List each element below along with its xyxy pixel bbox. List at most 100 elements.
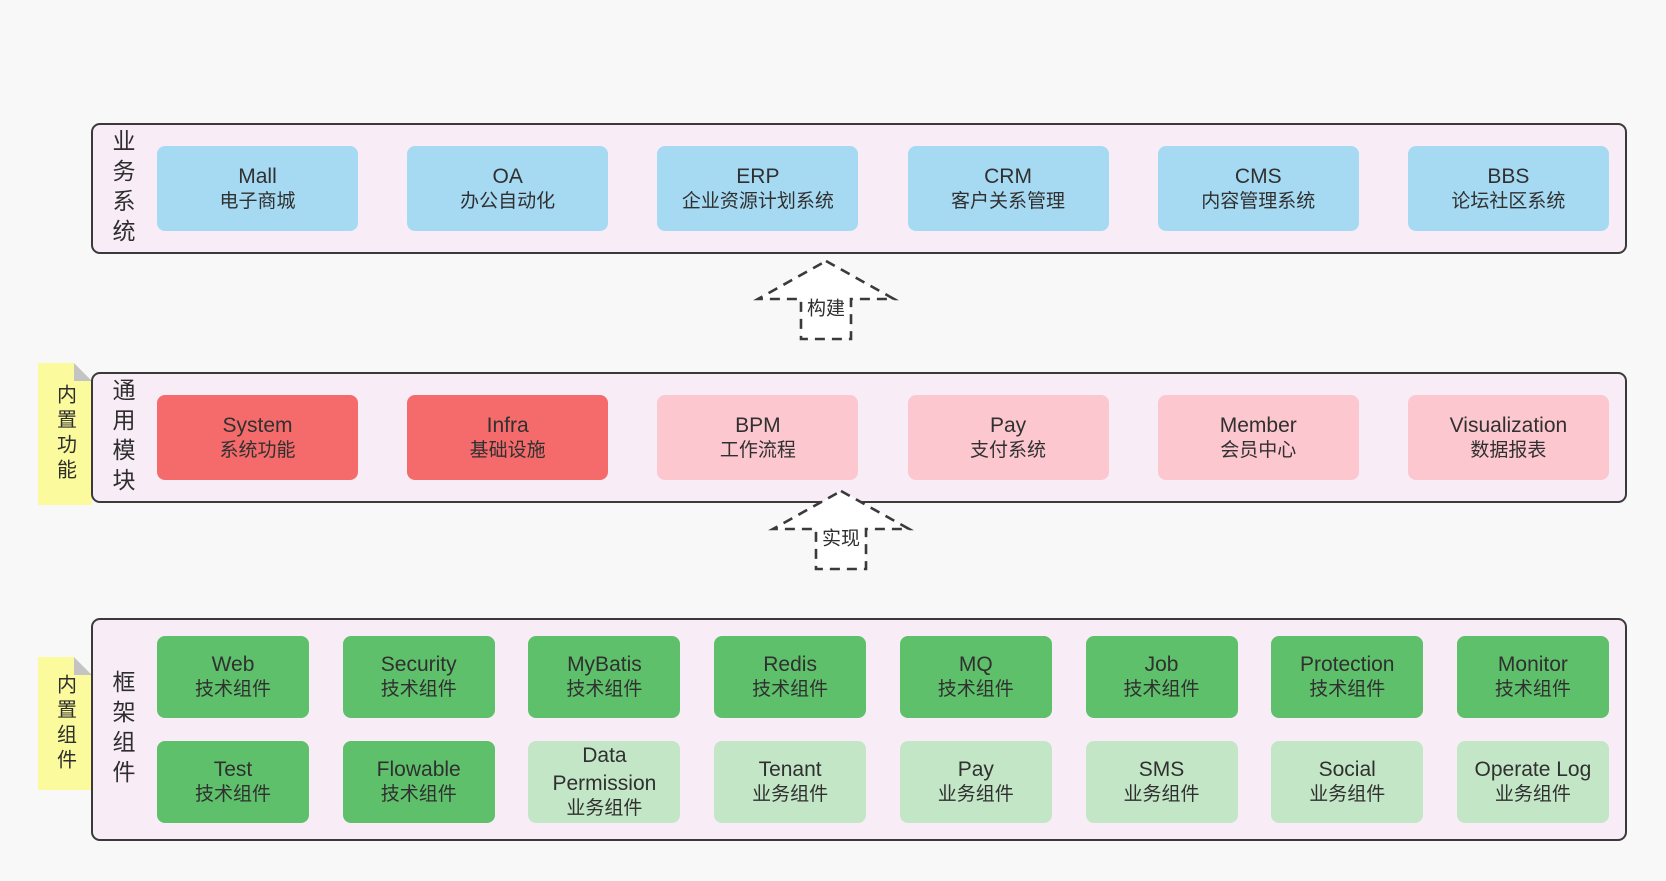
box-oa: OA 办公自动化 <box>407 146 609 231</box>
note-fold-corner <box>74 363 92 381</box>
common-modules-box-row: System 系统功能 Infra 基础设施 BPM 工作流程 Pay 支付系统… <box>151 374 1625 501</box>
box-title: System <box>222 413 293 437</box>
box-title: Infra <box>486 413 529 437</box>
builtin-features-note-label: 内置功能 <box>53 384 76 484</box>
box-monitor: Monitor 技术组件 <box>1456 636 1609 718</box>
box-title: MyBatis <box>567 653 642 676</box>
box-title: Redis <box>763 653 817 676</box>
box-flowable: Flowable 技术组件 <box>342 741 495 823</box>
build-arrow: 构建 <box>753 259 899 341</box>
box-subtitle: 技术组件 <box>194 784 271 806</box>
box-tenant: Tenant 业务组件 <box>714 741 867 823</box>
box-title: Web <box>211 653 255 676</box>
build-arrow-label: 构建 <box>803 292 849 322</box>
box-bpm: BPM 工作流程 <box>657 395 859 480</box>
box-subtitle: 企业资源计划系统 <box>681 190 834 212</box>
box-subtitle: 业务组件 <box>752 784 829 806</box>
box-title: ERP <box>736 164 780 188</box>
box-title: Security <box>380 653 457 676</box>
box-title: SMS <box>1138 758 1185 781</box>
box-subtitle: 支付系统 <box>970 439 1047 461</box>
box-title: Pay <box>957 758 994 781</box>
box-subtitle: 技术组件 <box>1494 679 1571 701</box>
box-subtitle: 技术组件 <box>566 679 643 701</box>
business-systems-panel: 业务系统 Mall 电子商城 OA 办公自动化 ERP 企业资源计划系统 CRM… <box>91 123 1627 254</box>
box-subtitle: 业务组件 <box>937 784 1014 806</box>
box-title: Test <box>213 758 253 781</box>
box-title: Monitor <box>1497 653 1568 676</box>
box-security: Security 技术组件 <box>342 636 495 718</box>
implement-arrow-label: 实现 <box>818 522 864 552</box>
box-subtitle: 业务组件 <box>1494 784 1571 806</box>
builtin-components-note: 内置组件 <box>38 657 92 790</box>
box-title: Data Permission <box>552 744 657 795</box>
box-subtitle: 客户关系管理 <box>951 190 1066 212</box>
box-system: System 系统功能 <box>157 395 358 480</box>
box-title: BPM <box>735 413 781 437</box>
box-title: MQ <box>958 653 993 676</box>
box-title: Job <box>1144 653 1179 676</box>
box-operate-log: Operate Log 业务组件 <box>1456 741 1609 823</box>
implement-arrow: 实现 <box>768 489 914 571</box>
box-subtitle: 业务组件 <box>566 797 643 819</box>
box-subtitle: 业务组件 <box>1123 784 1200 806</box>
box-mq: MQ 技术组件 <box>899 636 1052 718</box>
box-title: Mall <box>238 164 277 188</box>
box-infra: Infra 基础设施 <box>407 395 609 480</box>
box-subtitle: 技术组件 <box>1123 679 1200 701</box>
box-subtitle: 技术组件 <box>937 679 1014 701</box>
box-subtitle: 系统功能 <box>219 439 296 461</box>
box-sms: SMS 业务组件 <box>1085 741 1238 823</box>
box-subtitle: 技术组件 <box>194 679 271 701</box>
box-title: Protection <box>1299 653 1395 676</box>
box-redis: Redis 技术组件 <box>714 636 867 718</box>
box-subtitle: 基础设施 <box>469 439 546 461</box>
box-subtitle: 内容管理系统 <box>1201 190 1316 212</box>
framework-components-box-rows: Web 技术组件 Security 技术组件 MyBatis 技术组件 Redi… <box>151 620 1625 839</box>
box-title: Tenant <box>758 758 822 781</box>
box-subtitle: 技术组件 <box>752 679 829 701</box>
box-crm: CRM 客户关系管理 <box>907 146 1109 231</box>
note-fold-corner <box>74 657 92 675</box>
builtin-components-note-label: 内置组件 <box>53 673 76 774</box>
box-title: CRM <box>984 164 1032 188</box>
framework-components-row-2: Test 技术组件 Flowable 技术组件 Data Permission … <box>157 741 1609 823</box>
box-title: Operate Log <box>1474 758 1592 781</box>
box-title: Pay <box>989 413 1027 437</box>
box-subtitle: 技术组件 <box>380 679 457 701</box>
framework-components-row-1: Web 技术组件 Security 技术组件 MyBatis 技术组件 Redi… <box>157 636 1609 718</box>
common-modules-panel: 通用模块 System 系统功能 Infra 基础设施 BPM 工作流程 Pay… <box>91 372 1627 503</box>
box-subtitle: 电子商城 <box>219 190 296 212</box>
framework-components-panel-label: 框架组件 <box>109 669 135 790</box>
framework-components-panel: 框架组件 Web 技术组件 Security 技术组件 MyBatis 技术组件… <box>91 618 1627 841</box>
common-modules-panel-label: 通用模块 <box>109 377 135 498</box>
business-systems-box-row: Mall 电子商城 OA 办公自动化 ERP 企业资源计划系统 CRM 客户关系… <box>151 125 1625 252</box>
box-title: Flowable <box>376 758 461 781</box>
business-systems-panel-label: 业务系统 <box>109 128 135 249</box>
box-subtitle: 技术组件 <box>1309 679 1386 701</box>
box-test: Test 技术组件 <box>157 741 309 823</box>
box-title: OA <box>492 164 523 188</box>
box-subtitle: 工作流程 <box>719 439 796 461</box>
box-subtitle: 会员中心 <box>1220 439 1297 461</box>
box-subtitle: 业务组件 <box>1309 784 1386 806</box>
builtin-features-note: 内置功能 <box>38 363 92 505</box>
box-web: Web 技术组件 <box>157 636 309 718</box>
box-bbs: BBS 论坛社区系统 <box>1407 146 1609 231</box>
box-visualization: Visualization 数据报表 <box>1407 395 1609 480</box>
box-subtitle: 办公自动化 <box>460 190 556 212</box>
box-title: BBS <box>1487 164 1530 188</box>
box-job: Job 技术组件 <box>1085 636 1238 718</box>
box-social: Social 业务组件 <box>1271 741 1424 823</box>
box-title: Social <box>1318 758 1376 781</box>
box-cms: CMS 内容管理系统 <box>1157 146 1359 231</box>
box-subtitle: 数据报表 <box>1470 439 1547 461</box>
box-mall: Mall 电子商城 <box>157 146 358 231</box>
box-title: Visualization <box>1449 413 1568 437</box>
box-pay: Pay 支付系统 <box>907 395 1109 480</box>
box-subtitle: 论坛社区系统 <box>1451 190 1566 212</box>
box-pay-business: Pay 业务组件 <box>899 741 1052 823</box>
box-erp: ERP 企业资源计划系统 <box>657 146 859 231</box>
box-protection: Protection 技术组件 <box>1271 636 1424 718</box>
box-member: Member 会员中心 <box>1157 395 1359 480</box>
